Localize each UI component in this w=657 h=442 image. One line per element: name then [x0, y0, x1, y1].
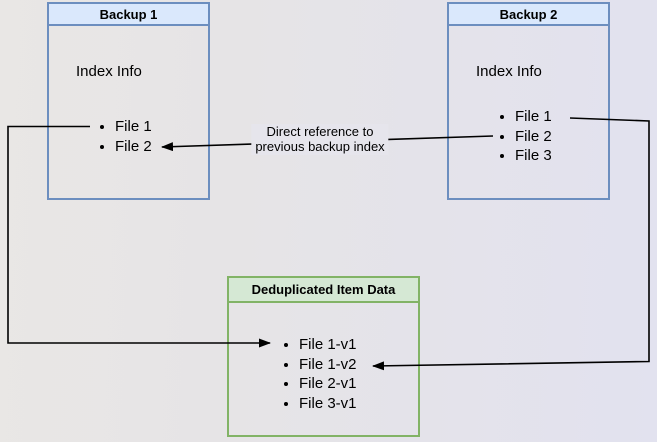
list-item: File 1 — [115, 117, 152, 137]
list-item: File 1-v2 — [299, 355, 357, 375]
backup2-file-list: File 1 File 2 File 3 — [498, 107, 552, 166]
backup2-header: Backup 2 — [449, 4, 608, 26]
backup1-file-list: File 1 File 2 — [98, 117, 152, 156]
backup1-title: Backup 1 — [99, 7, 158, 22]
backup2-index-info-label: Index Info — [476, 63, 542, 80]
direct-reference-label-line2: previous backup index — [255, 138, 385, 154]
dedup-title: Deduplicated Item Data — [251, 282, 396, 297]
backup2-title: Backup 2 — [499, 7, 558, 22]
list-item: File 1 — [515, 107, 552, 127]
list-item: File 2 — [115, 137, 152, 157]
list-item: File 1-v1 — [299, 335, 357, 355]
direct-reference-label: Direct reference to previous backup inde… — [251, 124, 389, 155]
backup1-index-info-label: Index Info — [76, 63, 142, 80]
list-item: File 2-v1 — [299, 374, 357, 394]
list-item: File 3-v1 — [299, 394, 357, 414]
direct-reference-label-line1: Direct reference to — [266, 124, 374, 139]
list-item: File 3 — [515, 146, 552, 166]
backup2-box: Backup 2 Index Info File 1 File 2 File 3 — [447, 2, 610, 200]
backup1-header: Backup 1 — [49, 4, 208, 26]
dedup-header: Deduplicated Item Data — [229, 278, 418, 303]
dedup-box: Deduplicated Item Data File 1-v1 File 1-… — [227, 276, 420, 437]
list-item: File 2 — [515, 127, 552, 147]
dedup-file-list: File 1-v1 File 1-v2 File 2-v1 File 3-v1 — [282, 335, 357, 413]
backup1-box: Backup 1 Index Info File 1 File 2 — [47, 2, 210, 200]
